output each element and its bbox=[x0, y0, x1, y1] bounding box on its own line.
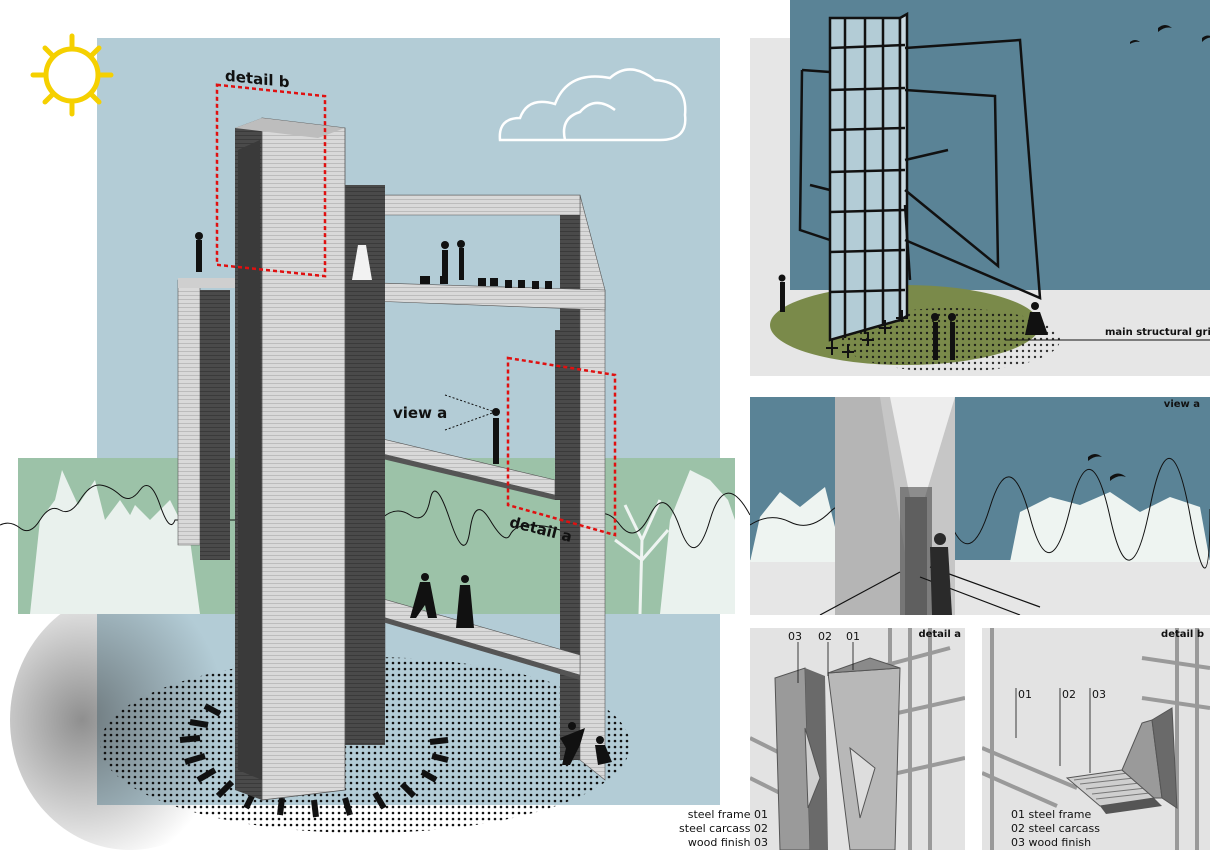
grid-people bbox=[778, 274, 1048, 360]
detail-a-num-1: 03 bbox=[788, 630, 802, 643]
trees-left bbox=[30, 470, 200, 614]
view-ground bbox=[750, 560, 1210, 615]
legend-left: steel frame 01 steel carcass 02 wood fin… bbox=[668, 808, 768, 850]
detail-a-marker bbox=[506, 356, 617, 537]
view-a-panel: view a bbox=[750, 397, 1210, 615]
white-figure bbox=[352, 245, 372, 280]
dash-ring bbox=[179, 703, 449, 818]
detail-a-panel: detail a 03 02 01 bbox=[750, 628, 965, 850]
view-birds-icon bbox=[1088, 454, 1126, 481]
detail-b-panel: detail b 01 02 03 bbox=[982, 628, 1210, 850]
detail-b-num-3: 03 bbox=[1092, 688, 1106, 701]
detail-b-marker bbox=[215, 83, 327, 278]
legend-right-item: 03 wood finish bbox=[1011, 836, 1092, 849]
view-a-leader bbox=[444, 394, 496, 431]
sun-icon bbox=[30, 33, 114, 117]
main-tower bbox=[235, 117, 346, 801]
detail-b-frame bbox=[982, 628, 1210, 850]
main-illustration: detail b view a detail a bbox=[0, 33, 750, 850]
grid-tower bbox=[828, 11, 909, 342]
frame-left bbox=[177, 278, 240, 560]
cloud-icon bbox=[498, 68, 687, 142]
trees-right bbox=[660, 470, 735, 614]
legend-left-item: steel carcass 02 bbox=[679, 822, 768, 835]
label-main-structural-grid: main structural grid bbox=[1105, 327, 1210, 338]
label-view-a: view a bbox=[393, 404, 448, 422]
detail-b-num-2: 02 bbox=[1062, 688, 1076, 701]
birds-icon bbox=[1130, 25, 1210, 44]
legend-left-item: wood finish 03 bbox=[687, 836, 768, 849]
legend-right: 01 steel frame 02 steel carcass 03 wood … bbox=[1011, 808, 1100, 850]
detail-a-num-3: 01 bbox=[846, 630, 860, 643]
grid-frames bbox=[798, 38, 1042, 300]
legend-left-item: steel frame 01 bbox=[687, 808, 768, 821]
view-people bbox=[930, 533, 952, 615]
grid-anchors bbox=[826, 310, 908, 358]
bare-tree bbox=[614, 499, 670, 615]
view-trees bbox=[750, 487, 1210, 562]
detail-a-title: detail a bbox=[918, 629, 961, 640]
label-view-a-panel: view a bbox=[1163, 399, 1200, 410]
detail-b-num-1: 01 bbox=[1018, 688, 1032, 701]
legend-right-item: 01 steel frame bbox=[1011, 808, 1092, 821]
detail-a-num-2: 02 bbox=[818, 630, 832, 643]
structural-grid-panel: main structural grid bbox=[750, 0, 1210, 376]
legend-right-item: 02 steel carcass bbox=[1011, 822, 1100, 835]
detail-a-panels bbox=[774, 657, 901, 850]
treeline-outline bbox=[0, 484, 750, 549]
detail-b-title: detail b bbox=[1161, 629, 1204, 640]
detail-b-stair bbox=[1065, 707, 1178, 814]
people-silhouettes bbox=[195, 232, 612, 765]
